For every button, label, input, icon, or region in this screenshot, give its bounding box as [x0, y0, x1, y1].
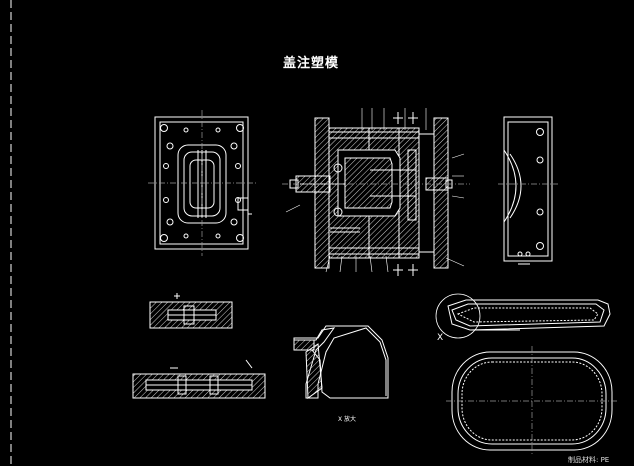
section-leader-lines	[285, 108, 465, 273]
section-detail-b	[132, 359, 266, 399]
section-detail-a	[149, 293, 233, 329]
mold-side-view	[503, 116, 553, 265]
enlarged-detail-x	[293, 325, 389, 399]
detail-view-label: X 放大	[338, 416, 357, 423]
material-note: 制品材料: PE	[568, 456, 610, 464]
part-side-view	[435, 293, 611, 339]
ejector-plate	[407, 149, 417, 221]
top-view-center-lines	[148, 110, 256, 256]
drawing-title: 盖注塑模	[283, 56, 340, 71]
mold-section-view	[289, 112, 453, 276]
section-mark-x: X	[437, 333, 444, 343]
moving-clamp-plate	[433, 117, 449, 269]
fixed-clamp-plate	[314, 117, 330, 269]
